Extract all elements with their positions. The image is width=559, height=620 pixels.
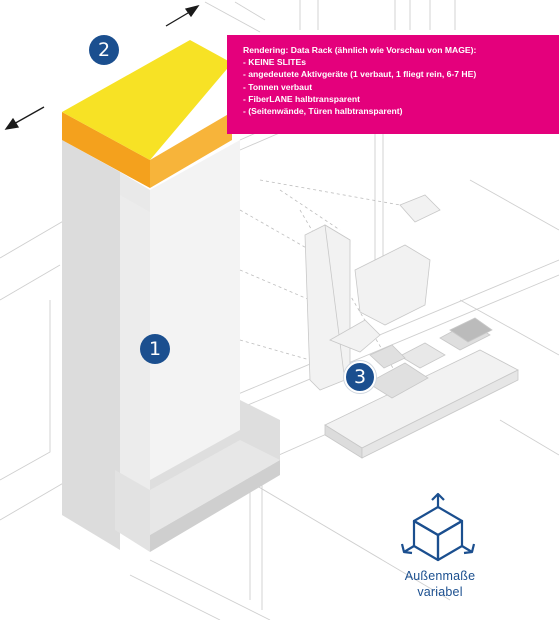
move-arrow-icon — [4, 106, 45, 130]
rack-top-cap — [62, 40, 232, 188]
note-line: - KEINE SLITEs — [243, 57, 307, 68]
rendering-note: Rendering: Data Rack (ähnlich wie Vorsch… — [227, 35, 559, 134]
caption-line-1: Außenmaße — [404, 569, 476, 583]
badge-1: 1 — [140, 334, 170, 364]
note-line: - FiberLANE halbtransparent — [243, 93, 360, 104]
dimensions-caption: Außenmaße variabel — [380, 568, 500, 600]
note-line: - Tonnen verbaut — [243, 81, 313, 92]
note-line: Rendering: Data Rack (ähnlich wie Vorsch… — [243, 45, 477, 55]
exploded-components — [239, 179, 519, 459]
dimensions-cube-icon — [400, 492, 476, 562]
badge-3: 3 — [344, 361, 376, 393]
data-rack — [62, 140, 280, 552]
note-line: - (Seitenwände, Türen halbtransparent) — [243, 106, 403, 117]
move-arrow-icon — [165, 4, 200, 27]
note-line: - angedeutete Aktivgeräte (1 verbaut, 1 … — [243, 69, 477, 80]
badge-2: 2 — [89, 35, 119, 65]
caption-line-2: variabel — [417, 585, 463, 599]
